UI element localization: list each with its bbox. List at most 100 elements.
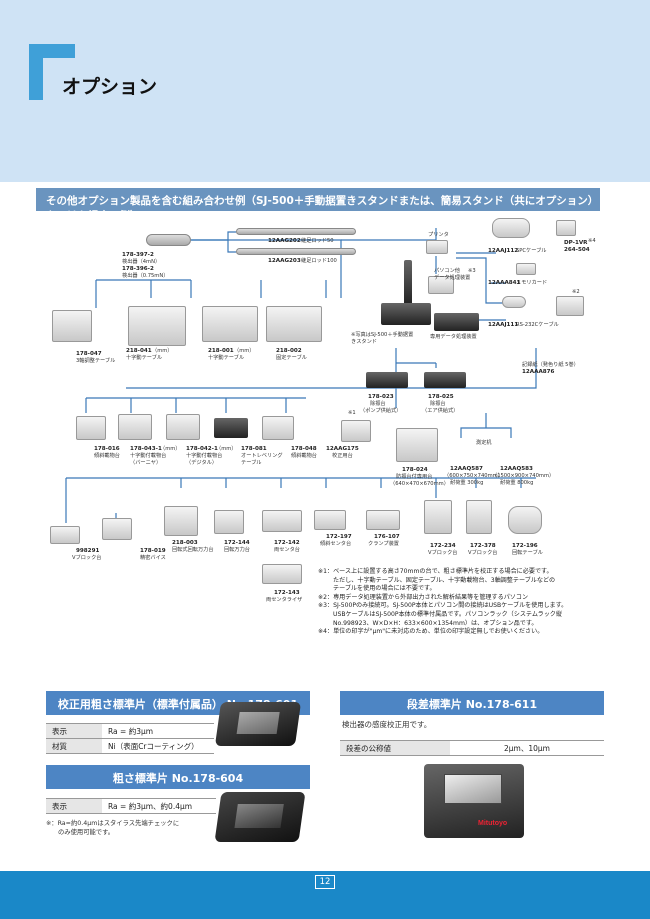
b178025-l2: （エア供給式）: [422, 408, 459, 414]
pc-label: パソコン他: [434, 268, 460, 274]
sec2-note2: のみ使用可能です。: [58, 829, 115, 836]
section-title-178-611: 段差標準片 No.178-611: [340, 691, 604, 715]
det2-code: 178-396-2: [122, 266, 154, 272]
t218041-label: 十字動テーブル: [126, 355, 163, 361]
q587-l1: （600×750×740mm）: [444, 473, 503, 479]
note-line: ※4：単位の印字が"μm"に未対応のため、単位の印字設定無しでお使いください。: [318, 628, 544, 636]
a178048-label: 傾斜載物台: [291, 453, 317, 459]
t218041-code: 218-041: [126, 348, 152, 354]
t218002-code: 218-002: [276, 348, 302, 354]
v178019-code: 178-019: [140, 548, 166, 554]
page-title: オプション: [62, 76, 158, 98]
rotary-table: [508, 506, 542, 534]
sec3-desc: 検出器の感度校正用です。: [342, 720, 432, 729]
a178043-code: 178-043-1: [130, 446, 162, 452]
brand-logo: Mitutoyo: [478, 820, 508, 827]
paper-code: 12AAA876: [522, 369, 555, 375]
fixed-table-218-002: [266, 306, 322, 342]
f172196-label: 回転テーブル: [512, 550, 543, 556]
t178024-code: 178-024: [402, 467, 428, 473]
detector-image: [146, 234, 191, 246]
f172378-code: 172-378: [470, 543, 496, 549]
a12aag175-code: 12AAG175: [326, 446, 359, 452]
tilt-stage-178-016: [76, 416, 106, 440]
a178016-code: 178-016: [94, 446, 120, 452]
q583-code: 12AAQ583: [500, 466, 533, 472]
f172144-code: 172-144: [224, 540, 250, 546]
printer-label: プリンタ: [428, 232, 449, 238]
a178081-code: 178-081: [241, 446, 267, 452]
dedicated-table-image: [396, 428, 438, 462]
rs232c-image: [502, 296, 526, 308]
q587-l2: 耐荷重 300kg: [450, 480, 484, 486]
xy-table-218-041: [128, 306, 186, 346]
f172197-label: 傾斜センタ台: [320, 541, 352, 547]
calibration-stand-image: [341, 420, 371, 442]
b178023-l2: （ポンプ供給式）: [360, 408, 402, 414]
xy-stage-178-043: [118, 414, 152, 440]
clamp-device: [366, 510, 400, 530]
a178081-l2: テーブル: [241, 460, 262, 466]
t218041-unit: （mm）: [152, 348, 173, 354]
dp-code2: 264-504: [564, 247, 590, 253]
precision-vise: [102, 518, 132, 540]
f172234-label: Vブロック台: [428, 550, 458, 556]
spc-label: SPCケーブル: [516, 248, 547, 254]
tilt-stage-178-048: [262, 416, 294, 440]
a12aag175-label: 校正用台: [332, 453, 353, 459]
stand-column: [404, 260, 412, 305]
v998291-label: Vブロック台: [72, 555, 102, 561]
b178025-l1: 除振台: [430, 401, 446, 407]
f172143-code: 172-143: [274, 590, 300, 596]
t218001-unit: （mm）: [234, 348, 255, 354]
note1-mark: ※1: [348, 410, 356, 416]
connector-lines: [65, 228, 537, 523]
b178025-code: 178-025: [428, 394, 454, 400]
spec-value: 2μm、10μm: [450, 740, 604, 756]
auto-leveling-table: [214, 418, 248, 438]
rs-label: RS-232Cケーブル: [516, 322, 559, 328]
spec-header: 段差の公称値: [340, 740, 450, 756]
stand-label2: きスタンド: [351, 339, 377, 345]
footer-band: [0, 871, 650, 919]
section-title-178-604: 粗さ標準片 No.178-604: [46, 765, 310, 789]
a178043-unit: （mm）: [160, 446, 181, 452]
spec-value: Ni（表面Crコーティング）: [102, 738, 214, 754]
v-block-172-378: [466, 500, 492, 534]
a178048-code: 178-048: [291, 446, 317, 452]
measure-label: 測定机: [476, 440, 492, 446]
a178042-code: 178-042-1: [186, 446, 218, 452]
f218003-code: 218-003: [172, 540, 198, 546]
center-stand: [262, 510, 302, 532]
extension-rod-100: [236, 248, 356, 255]
note-line: ただし、十字動テーブル、固定テーブル、十字動載物台、3軸調整テーブルなどの: [333, 576, 556, 584]
extension-rod-50: [236, 228, 356, 235]
three-axis-table-image: [52, 310, 92, 342]
title-accent-vertical: [29, 44, 43, 100]
v178019-label: 精密バイス: [140, 555, 166, 561]
t218002-label: 固定テーブル: [276, 355, 307, 361]
spc-cable-image: [492, 218, 530, 238]
roughness-specimen-image: [214, 702, 302, 746]
memory-card-image: [516, 263, 536, 275]
f172142-label: 両センタ台: [274, 547, 300, 553]
f172197-code: 172-197: [326, 534, 352, 540]
notes-block: ※1：ベース上に設置する高さ70mmの台で、粗さ標準片を校正する場合に必要です。…: [318, 568, 608, 637]
f172143-label: 両センタライザ: [266, 597, 303, 603]
rotary-vise: [214, 510, 244, 534]
vibration-table-178-023: [366, 372, 408, 388]
rs-note: ※2: [572, 289, 580, 295]
printer-image: [426, 240, 448, 254]
pc2-image: [556, 296, 584, 316]
v998291-code: 998291: [76, 548, 100, 554]
vibration-table-178-025: [424, 372, 466, 388]
rod1-code: 12AAG202: [268, 238, 301, 244]
rod2-code: 12AAG203: [268, 258, 301, 264]
f172142-code: 172-142: [274, 540, 300, 546]
spec-value: Ra = 約3μm: [102, 723, 214, 739]
t178024-l1: 防振台付専用台: [396, 474, 433, 480]
a178016-label: 傾斜載物台: [94, 453, 120, 459]
spec-header: 表示: [46, 798, 102, 814]
